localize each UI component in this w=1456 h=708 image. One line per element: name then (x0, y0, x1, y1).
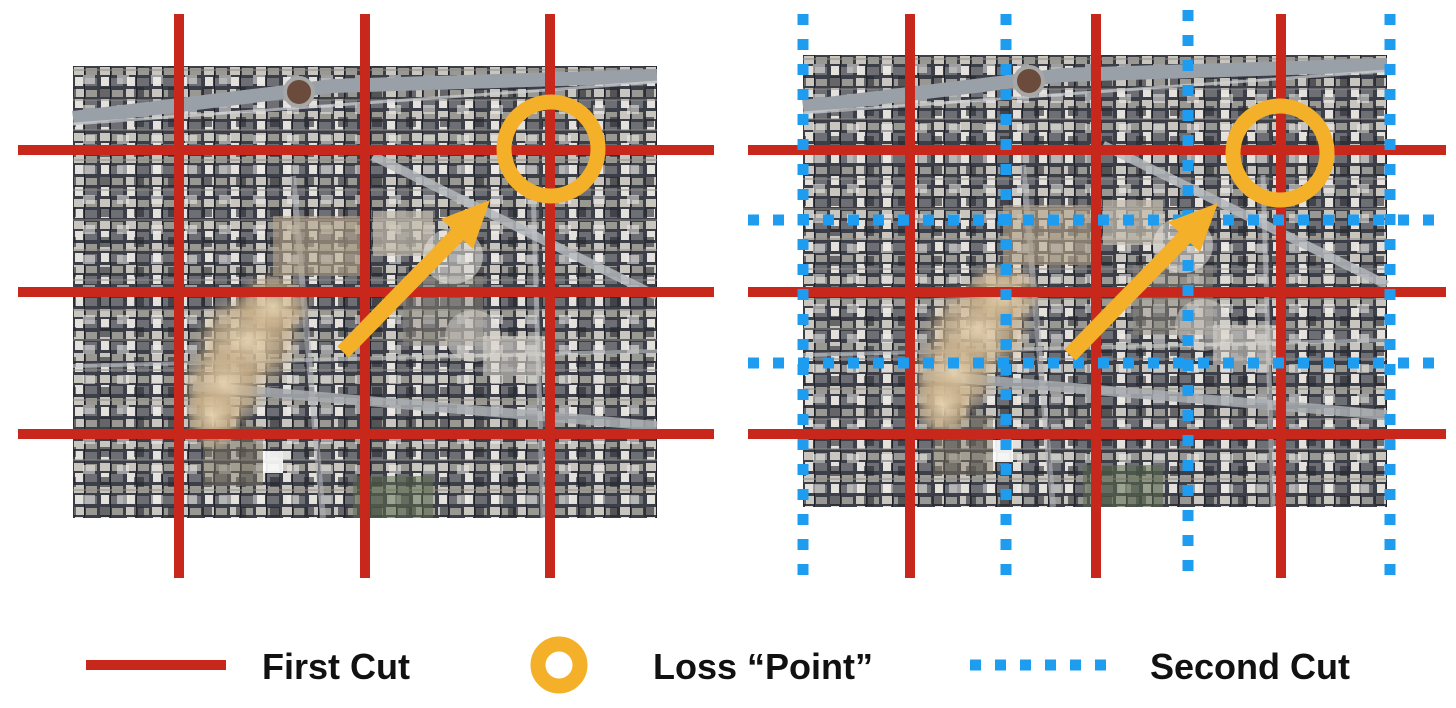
second-cut-legend-label: Second Cut (1150, 646, 1350, 687)
first-cut-legend-label: First Cut (262, 646, 410, 687)
second-cut-grid (748, 10, 1446, 578)
loss-point-marker (496, 94, 606, 204)
legend: First Cut Loss “Point” Second Cut (86, 636, 1350, 694)
loss-point-legend-label: Loss “Point” (653, 646, 873, 687)
first-cut-panel (18, 14, 714, 578)
arrow-icon (337, 200, 490, 358)
loss-point-legend-swatch (530, 636, 588, 694)
first-and-second-cut-panel (748, 10, 1446, 578)
loss-point-marker (1225, 98, 1335, 208)
arrow-icon (1064, 203, 1218, 361)
